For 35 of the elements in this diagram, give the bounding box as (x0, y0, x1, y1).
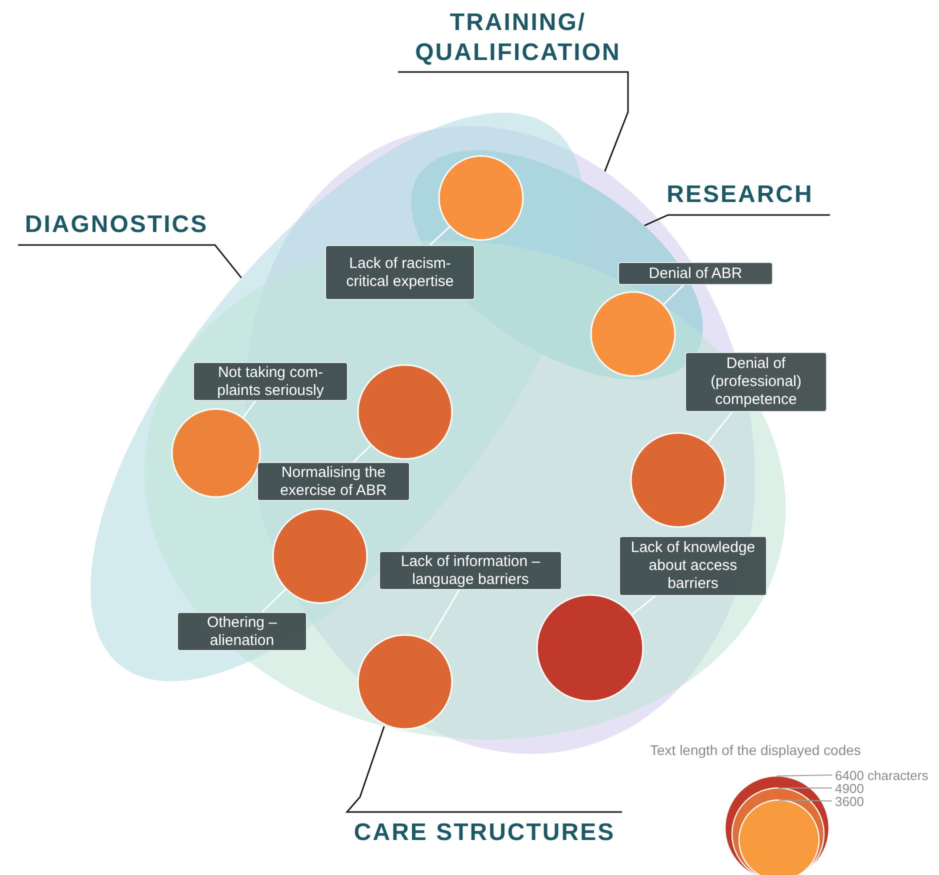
leader-line (706, 412, 733, 444)
leader-line (262, 588, 287, 613)
code-label: Denial of ABR (618, 262, 773, 285)
leader-line (353, 444, 372, 463)
code-circle (171, 408, 261, 498)
code-label: Lack of racism-critical expertise (325, 245, 475, 300)
leader-line (345, 726, 622, 813)
code-circle (630, 432, 726, 528)
leader-line (398, 71, 629, 172)
code-circle (590, 291, 676, 377)
code-label: Not taking com- plaints seriously (193, 362, 348, 401)
category-heading: DIAGNOSTICS (18, 210, 215, 245)
legend-label: 3600 (835, 795, 864, 808)
legend-label: 4900 (835, 782, 864, 795)
leader-line (428, 590, 460, 642)
code-label: Denial of (professional) competence (685, 352, 827, 412)
leader-line (18, 244, 242, 278)
leader-line (429, 226, 451, 246)
code-circle (272, 508, 368, 604)
category-heading: TRAINING/ QUALIFICATION (398, 8, 638, 72)
code-label: Lack of information – language barriers (379, 551, 562, 590)
code-circle (357, 364, 453, 460)
leader-line (662, 284, 684, 306)
leader-line (242, 400, 256, 418)
code-circle (536, 594, 644, 702)
code-label: Normalising the exercise of ABR (257, 462, 410, 501)
code-label: Othering – alienation (177, 612, 307, 651)
category-heading: CARE STRUCTURES (347, 812, 622, 850)
code-circle (357, 634, 453, 730)
legend-label: 6400 characters (835, 769, 928, 782)
code-circle (438, 155, 524, 241)
legend-title: Text length of the displayed codes (650, 742, 861, 758)
category-heading: RESEARCH (650, 180, 830, 215)
leader-line (631, 595, 656, 616)
leader-line (644, 214, 830, 226)
